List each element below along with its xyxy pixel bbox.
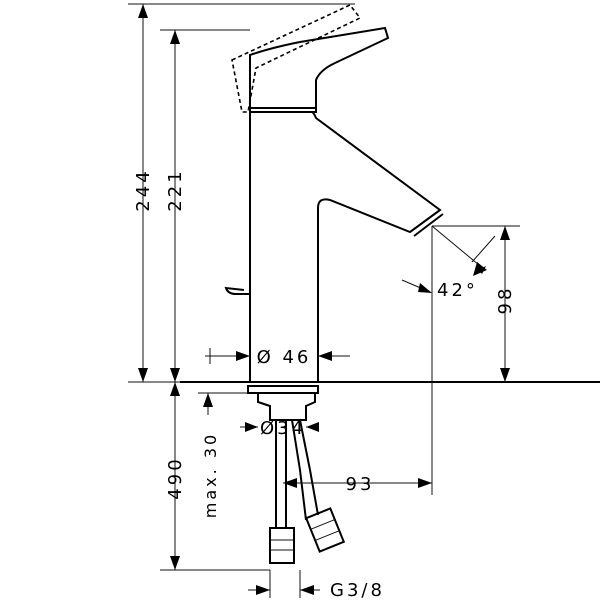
hose-right-inner <box>299 419 319 516</box>
faucet-body <box>224 4 444 383</box>
mounting-assembly <box>180 381 600 564</box>
handle-housing <box>249 26 390 113</box>
connector-left <box>269 527 295 564</box>
label-hose-length: 490 <box>165 456 186 499</box>
aerator <box>409 209 444 237</box>
hose-right <box>291 419 307 521</box>
label-total-height: 244 <box>133 168 154 211</box>
label-body-diameter: Ø 46 <box>257 347 312 368</box>
dimension-lines <box>128 3 520 598</box>
dimension-labels: 244 221 98 42° Ø 46 Ø34 max. 30 490 93 G… <box>133 168 516 600</box>
handle-open-position <box>231 4 362 113</box>
shank <box>257 393 316 421</box>
base-flange <box>247 385 319 394</box>
label-max-counter-thickness: max. 30 <box>201 432 220 518</box>
label-spout-reach: 93 <box>346 474 375 495</box>
label-spout-height: 221 <box>165 168 186 211</box>
label-shank-diameter: Ø34 <box>260 418 306 439</box>
spout-column <box>249 111 442 383</box>
connector-right <box>304 507 346 553</box>
label-spout-angle: 42° <box>437 280 478 301</box>
label-spout-clearance: 98 <box>495 286 516 315</box>
popup-lever <box>224 286 250 295</box>
label-connection-thread: G3/8 <box>330 580 385 600</box>
